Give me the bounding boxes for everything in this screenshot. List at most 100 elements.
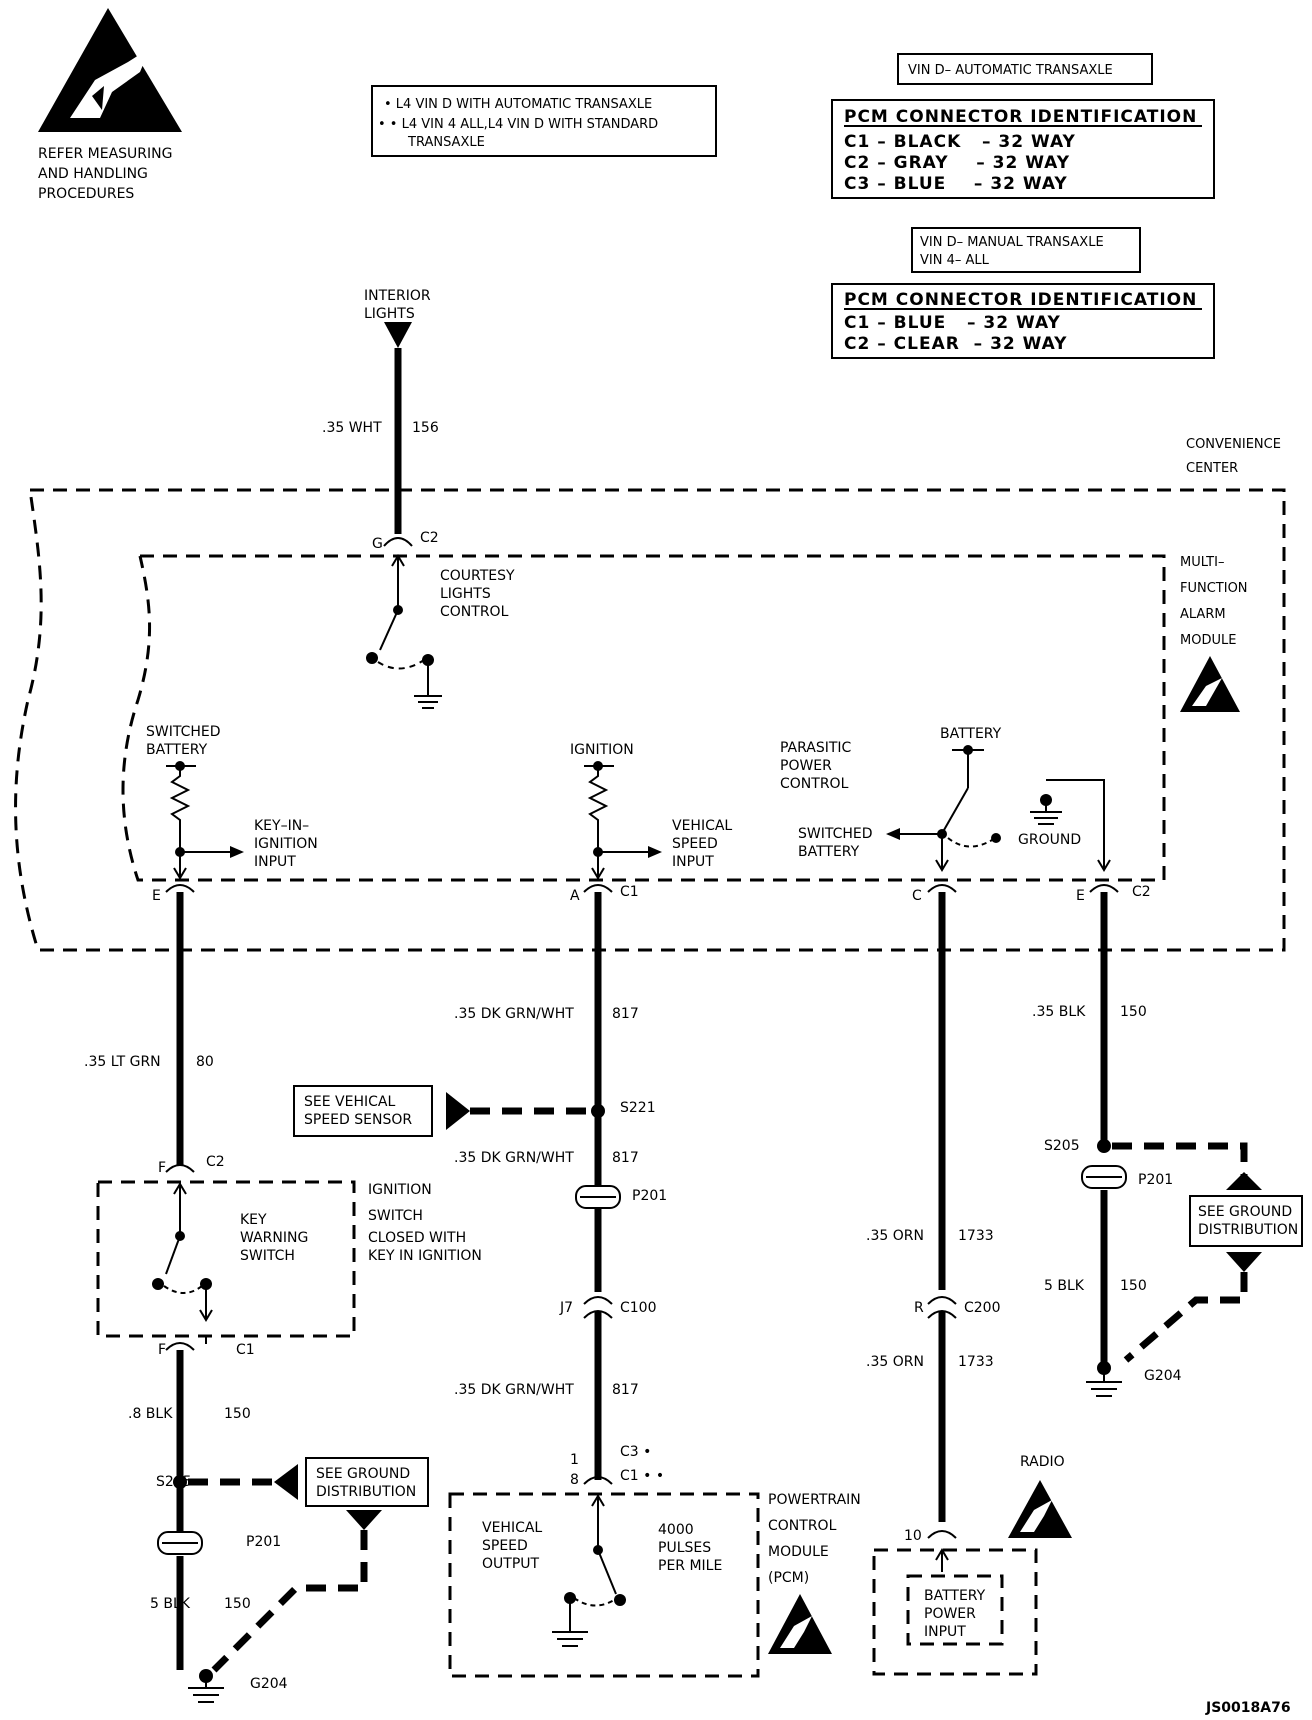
wire-gauge: .35 BLK (1032, 1004, 1086, 1020)
wire-gauge: .35 DK GRN/WHT (454, 1382, 574, 1398)
wire-number: 80 (196, 1054, 214, 1070)
connector-label: P201 (632, 1188, 667, 1204)
figure-id: JS0018A76 (1205, 1700, 1291, 1716)
pin-label: E (152, 888, 161, 904)
pcm-manual-row: C1 – BLUE – 32 WAY (844, 313, 1061, 333)
wire-number: 150 (1120, 1004, 1147, 1020)
convenience-center-label: CONVENIENCE (1186, 437, 1281, 452)
pcm-auto-row: C2 – GRAY – 32 WAY (844, 153, 1070, 173)
wire-number: 150 (224, 1406, 251, 1422)
esd-warning-icon (768, 1594, 832, 1654)
legend-line3: TRANSAXLE (407, 135, 485, 150)
parasitic-power-label: CONTROL (780, 776, 849, 792)
battery-power-input-label: INPUT (924, 1624, 966, 1640)
switched-battery-out-label: BATTERY (798, 844, 860, 860)
pin-label: 1 (570, 1452, 579, 1468)
splice-label: S205 (1044, 1138, 1080, 1154)
connector-label: C2 (1132, 884, 1151, 900)
pin-label: 8 (570, 1472, 579, 1488)
esd-warning-icon (1008, 1480, 1072, 1538)
wire-number: 817 (612, 1006, 639, 1022)
pin-label: F (158, 1160, 166, 1176)
wire-number: 1733 (958, 1228, 994, 1244)
pcm-label: MODULE (768, 1544, 829, 1560)
wire-gauge: 5 BLK (150, 1596, 191, 1612)
pcm-manual-header1: VIN D– MANUAL TRANSAXLE (920, 235, 1104, 250)
pin-label: 10 (904, 1528, 922, 1544)
see-vss-label: SEE VEHICAL (304, 1094, 395, 1110)
pcm-box (448, 1492, 760, 1678)
mfam-label: FUNCTION (1180, 581, 1248, 596)
connector-label: C1 (236, 1342, 255, 1358)
legend-line1: • L4 VIN D WITH AUTOMATIC TRANSAXLE (384, 97, 652, 112)
wire-number: 817 (612, 1150, 639, 1166)
mfam-label: MODULE (1180, 633, 1236, 648)
vehical-speed-input-label: INPUT (672, 854, 714, 870)
ignition-switch-label: KEY IN IGNITION (368, 1248, 482, 1264)
ignition-label: IGNITION (570, 742, 634, 758)
ignition-switch-label: CLOSED WITH (368, 1230, 466, 1246)
pcm-label: CONTROL (768, 1518, 837, 1534)
battery-power-input-label: POWER (924, 1606, 976, 1622)
ground-point-label: G204 (1144, 1368, 1182, 1384)
pin-label: A (570, 888, 580, 904)
mfam-label: MULTI– (1180, 555, 1224, 570)
ignition-switch-label: IGNITION (368, 1182, 432, 1198)
key-in-ignition-label: IGNITION (254, 836, 318, 852)
switched-battery-label: SWITCHED (146, 724, 221, 740)
pin-label: R (914, 1300, 924, 1316)
pcm-auto-title: PCM CONNECTOR IDENTIFICATION (844, 107, 1197, 127)
wire-gauge: .8 BLK (128, 1406, 173, 1422)
radio-label: RADIO (1020, 1454, 1065, 1470)
key-in-ignition-label: KEY–IN– (254, 818, 309, 834)
connector-label: C2 (420, 530, 439, 546)
parasitic-power-label: PARASITIC (780, 740, 852, 756)
ignition-switch-box (96, 1180, 356, 1338)
ground-point-label: G204 (250, 1676, 288, 1692)
esd-note-line2: AND HANDLING (38, 166, 148, 182)
pin-label: J7 (559, 1300, 573, 1316)
key-warning-switch-label: KEY (240, 1212, 267, 1228)
pcm-manual-row: C2 – CLEAR – 32 WAY (844, 334, 1067, 354)
pulses-label: PER MILE (658, 1558, 722, 1574)
wire-gauge: .35 ORN (866, 1228, 924, 1244)
see-vss-label: SPEED SENSOR (304, 1112, 412, 1128)
battery-label: BATTERY (940, 726, 1002, 742)
vehical-speed-input-label: VEHICAL (672, 818, 732, 834)
vehical-speed-input-label: SPEED (672, 836, 718, 852)
pcm-auto-row: C1 – BLACK – 32 WAY (844, 132, 1076, 152)
interior-lights-label: LIGHTS (364, 306, 415, 322)
see-ground-label: DISTRIBUTION (316, 1484, 416, 1500)
legend-line2: • • L4 VIN 4 ALL,L4 VIN D WITH STANDARD (378, 117, 658, 132)
pcm-auto-table (831, 99, 1215, 199)
vehical-speed-output-label: SPEED (482, 1538, 528, 1554)
wire-gauge: .35 DK GRN/WHT (454, 1006, 574, 1022)
courtesy-lights-label: COURTESY (440, 568, 515, 584)
interior-lights-label: INTERIOR (364, 288, 431, 304)
pcm-manual-table (831, 283, 1215, 359)
wire-gauge: .35 ORN (866, 1354, 924, 1370)
esd-note-line3: PROCEDURES (38, 186, 134, 202)
pin-label: E (1076, 888, 1085, 904)
connector-label: C200 (964, 1300, 1001, 1316)
key-in-ignition-label: INPUT (254, 854, 296, 870)
esd-note-line1: REFER MEASURING (38, 146, 172, 162)
battery-power-input-box (906, 1574, 1004, 1646)
battery-power-input-label: BATTERY (924, 1588, 986, 1604)
vehical-speed-output-label: VEHICAL (482, 1520, 542, 1536)
wire-number: 156 (412, 420, 439, 436)
wire-gauge: .35 WHT (322, 420, 382, 436)
pulses-label: PULSES (658, 1540, 711, 1556)
wire-number: 817 (612, 1382, 639, 1398)
wire-gauge: .35 DK GRN/WHT (454, 1150, 574, 1166)
key-warning-switch-label: SWITCH (240, 1248, 295, 1264)
wire-number: 1733 (958, 1354, 994, 1370)
esd-warning-icon (38, 8, 182, 132)
pin-label: G (372, 536, 383, 552)
connector-label: C1 (620, 884, 639, 900)
wire-number: 150 (224, 1596, 251, 1612)
mfam-label: ALARM (1180, 607, 1226, 622)
connector-label: C1 • • (620, 1468, 664, 1484)
see-ground-label: DISTRIBUTION (1198, 1222, 1298, 1238)
